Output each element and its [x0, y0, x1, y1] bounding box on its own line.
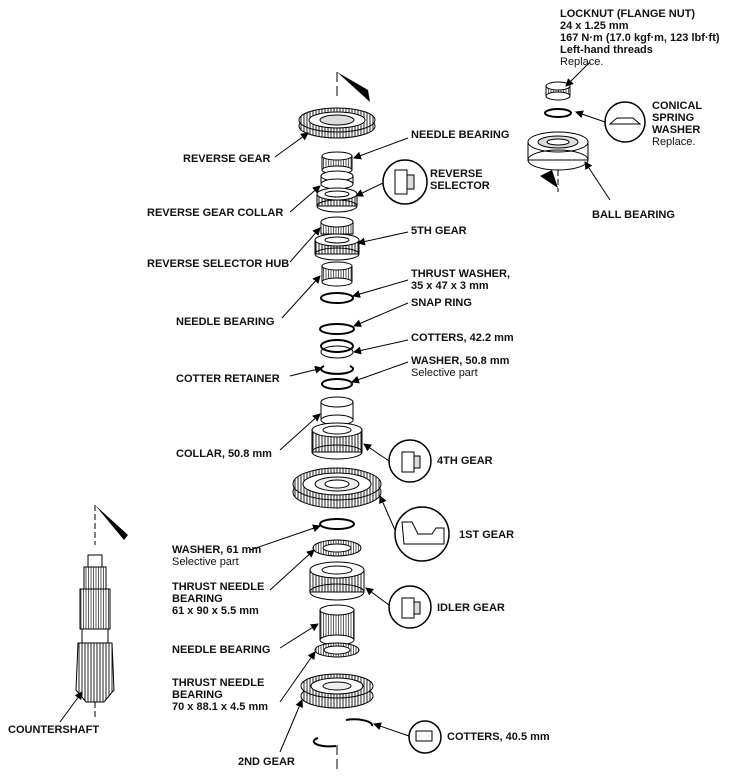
conical-line2: SPRING [652, 112, 695, 124]
reverse-gear-collar-label: REVERSE GEAR COLLAR [147, 207, 284, 219]
collar-50-part [320, 396, 354, 426]
thrust-needle-bearing-61-label: THRUST NEEDLE BEARING 61 x 90 x 5.5 mm [172, 581, 264, 617]
locknut-title: LOCKNUT (FLANGE NUT) [560, 8, 696, 20]
reverse-selector-label: REVERSE SELECTOR [430, 168, 490, 192]
reverse-gear-collar-part [320, 170, 354, 190]
idler-gear-label: IDLER GEAR [437, 602, 505, 614]
conical-line3: WASHER [652, 124, 701, 136]
first-gear-part [292, 467, 382, 509]
washer-61-line1: WASHER, 61 mm [172, 544, 262, 556]
fifth-gear-part [314, 216, 360, 261]
direction-arrow-top [337, 72, 370, 102]
washer-61-label: WASHER, 61 mm Selective part [172, 544, 261, 568]
thrust-washer-line1: THRUST WASHER, [411, 268, 510, 280]
snap-ring-part [319, 323, 355, 335]
thrust-needle-bearing-70-part [314, 642, 360, 658]
thrust-needle-bearing-61-part [312, 539, 362, 557]
needle-bearing-top-label: NEEDLE BEARING [411, 129, 510, 141]
needle-bearing-mid-part [321, 261, 353, 287]
cotters-detail-circle [408, 720, 442, 754]
thrust-washer-label: THRUST WASHER, 35 x 47 x 3 mm [411, 268, 510, 292]
needle-bearing-low-part [319, 604, 355, 646]
reverse-selector-line2: SELECTOR [430, 180, 490, 192]
washer-50-label: WASHER, 50.8 mm Selective part [411, 355, 509, 379]
washer-61-note: Selective part [172, 556, 239, 568]
cotters-40-label: COTTERS, 40.5 mm [447, 731, 550, 743]
reverse-gear-part [298, 107, 376, 139]
conical-note: Replace. [652, 136, 696, 148]
locknut-torque: 167 N·m (17.0 kgf·m, 123 lbf·ft) [560, 32, 720, 44]
reverse-selector-hub-label: REVERSE SELECTOR HUB [147, 258, 290, 270]
locknut-size: 24 x 1.25 mm [560, 20, 629, 32]
thrust-washer-part [320, 292, 354, 304]
countershaft-part [75, 505, 128, 720]
second-gear-label: 2ND GEAR [238, 756, 295, 768]
thrust-needle-bearing-70-label: THRUST NEEDLE BEARING 70 x 88.1 x 4.5 mm [172, 677, 268, 713]
cotters-40-part [312, 718, 374, 748]
idler-gear-detail-circle [388, 585, 432, 629]
tnb70-line3: 70 x 88.1 x 4.5 mm [172, 701, 269, 713]
cotters-42-part [320, 339, 354, 359]
fifth-gear-label: 5TH GEAR [411, 225, 467, 237]
reverse-selector-detail-circle [382, 159, 428, 205]
first-gear-detail-circle [394, 506, 450, 562]
collar-50-label: COLLAR, 50.8 mm [176, 448, 272, 460]
conical-spring-washer-detail-circle [604, 101, 646, 143]
washer-50-note: Selective part [411, 367, 478, 379]
conical-spring-washer-part [544, 108, 572, 118]
leader-lines [59, 61, 611, 753]
ball-bearing-label: BALL BEARING [592, 209, 675, 221]
locknut-note: Replace. [560, 56, 604, 68]
washer-61-part [319, 518, 355, 530]
fourth-gear-detail-circle [388, 439, 432, 483]
idler-gear-part [309, 561, 365, 601]
fourth-gear-part [311, 422, 363, 460]
cotter-retainer-part [320, 365, 354, 390]
tnb61-line2: BEARING [172, 593, 223, 605]
second-gear-part [300, 673, 374, 709]
cotter-retainer-label: COTTER RETAINER [176, 373, 280, 385]
reverse-selector-part [316, 187, 358, 213]
reverse-gear-label: REVERSE GEAR [183, 153, 271, 165]
conical-line1: CONICAL [652, 100, 703, 112]
countershaft-label: COUNTERSHAFT [8, 724, 100, 736]
needle-bearing-mid-label: NEEDLE BEARING [176, 316, 275, 328]
washer-50-line1: WASHER, 50.8 mm [411, 355, 510, 367]
first-gear-label: 1ST GEAR [459, 529, 515, 541]
locknut-threads: Left-hand threads [560, 44, 653, 56]
needle-bearing-low-label: NEEDLE BEARING [172, 644, 271, 656]
fourth-gear-label: 4TH GEAR [437, 455, 493, 467]
tnb61-line3: 61 x 90 x 5.5 mm [172, 605, 259, 617]
thrust-washer-line2: 35 x 47 x 3 mm [411, 280, 489, 292]
snap-ring-label: SNAP RING [411, 297, 472, 309]
conical-spring-washer-label: CONICAL SPRING WASHER Replace. [652, 100, 702, 148]
ball-bearing-part [527, 131, 589, 171]
locknut-label: LOCKNUT (FLANGE NUT) 24 x 1.25 mm 167 N·… [560, 8, 720, 68]
tnb70-line2: BEARING [172, 689, 223, 701]
tnb70-line1: THRUST NEEDLE [172, 677, 265, 689]
reverse-selector-line1: REVERSE [430, 168, 483, 180]
locknut-axis-arrow [540, 170, 558, 188]
tnb61-line1: THRUST NEEDLE [172, 581, 265, 593]
cotters-42-label: COTTERS, 42.2 mm [411, 332, 514, 344]
locknut-part [545, 81, 571, 101]
